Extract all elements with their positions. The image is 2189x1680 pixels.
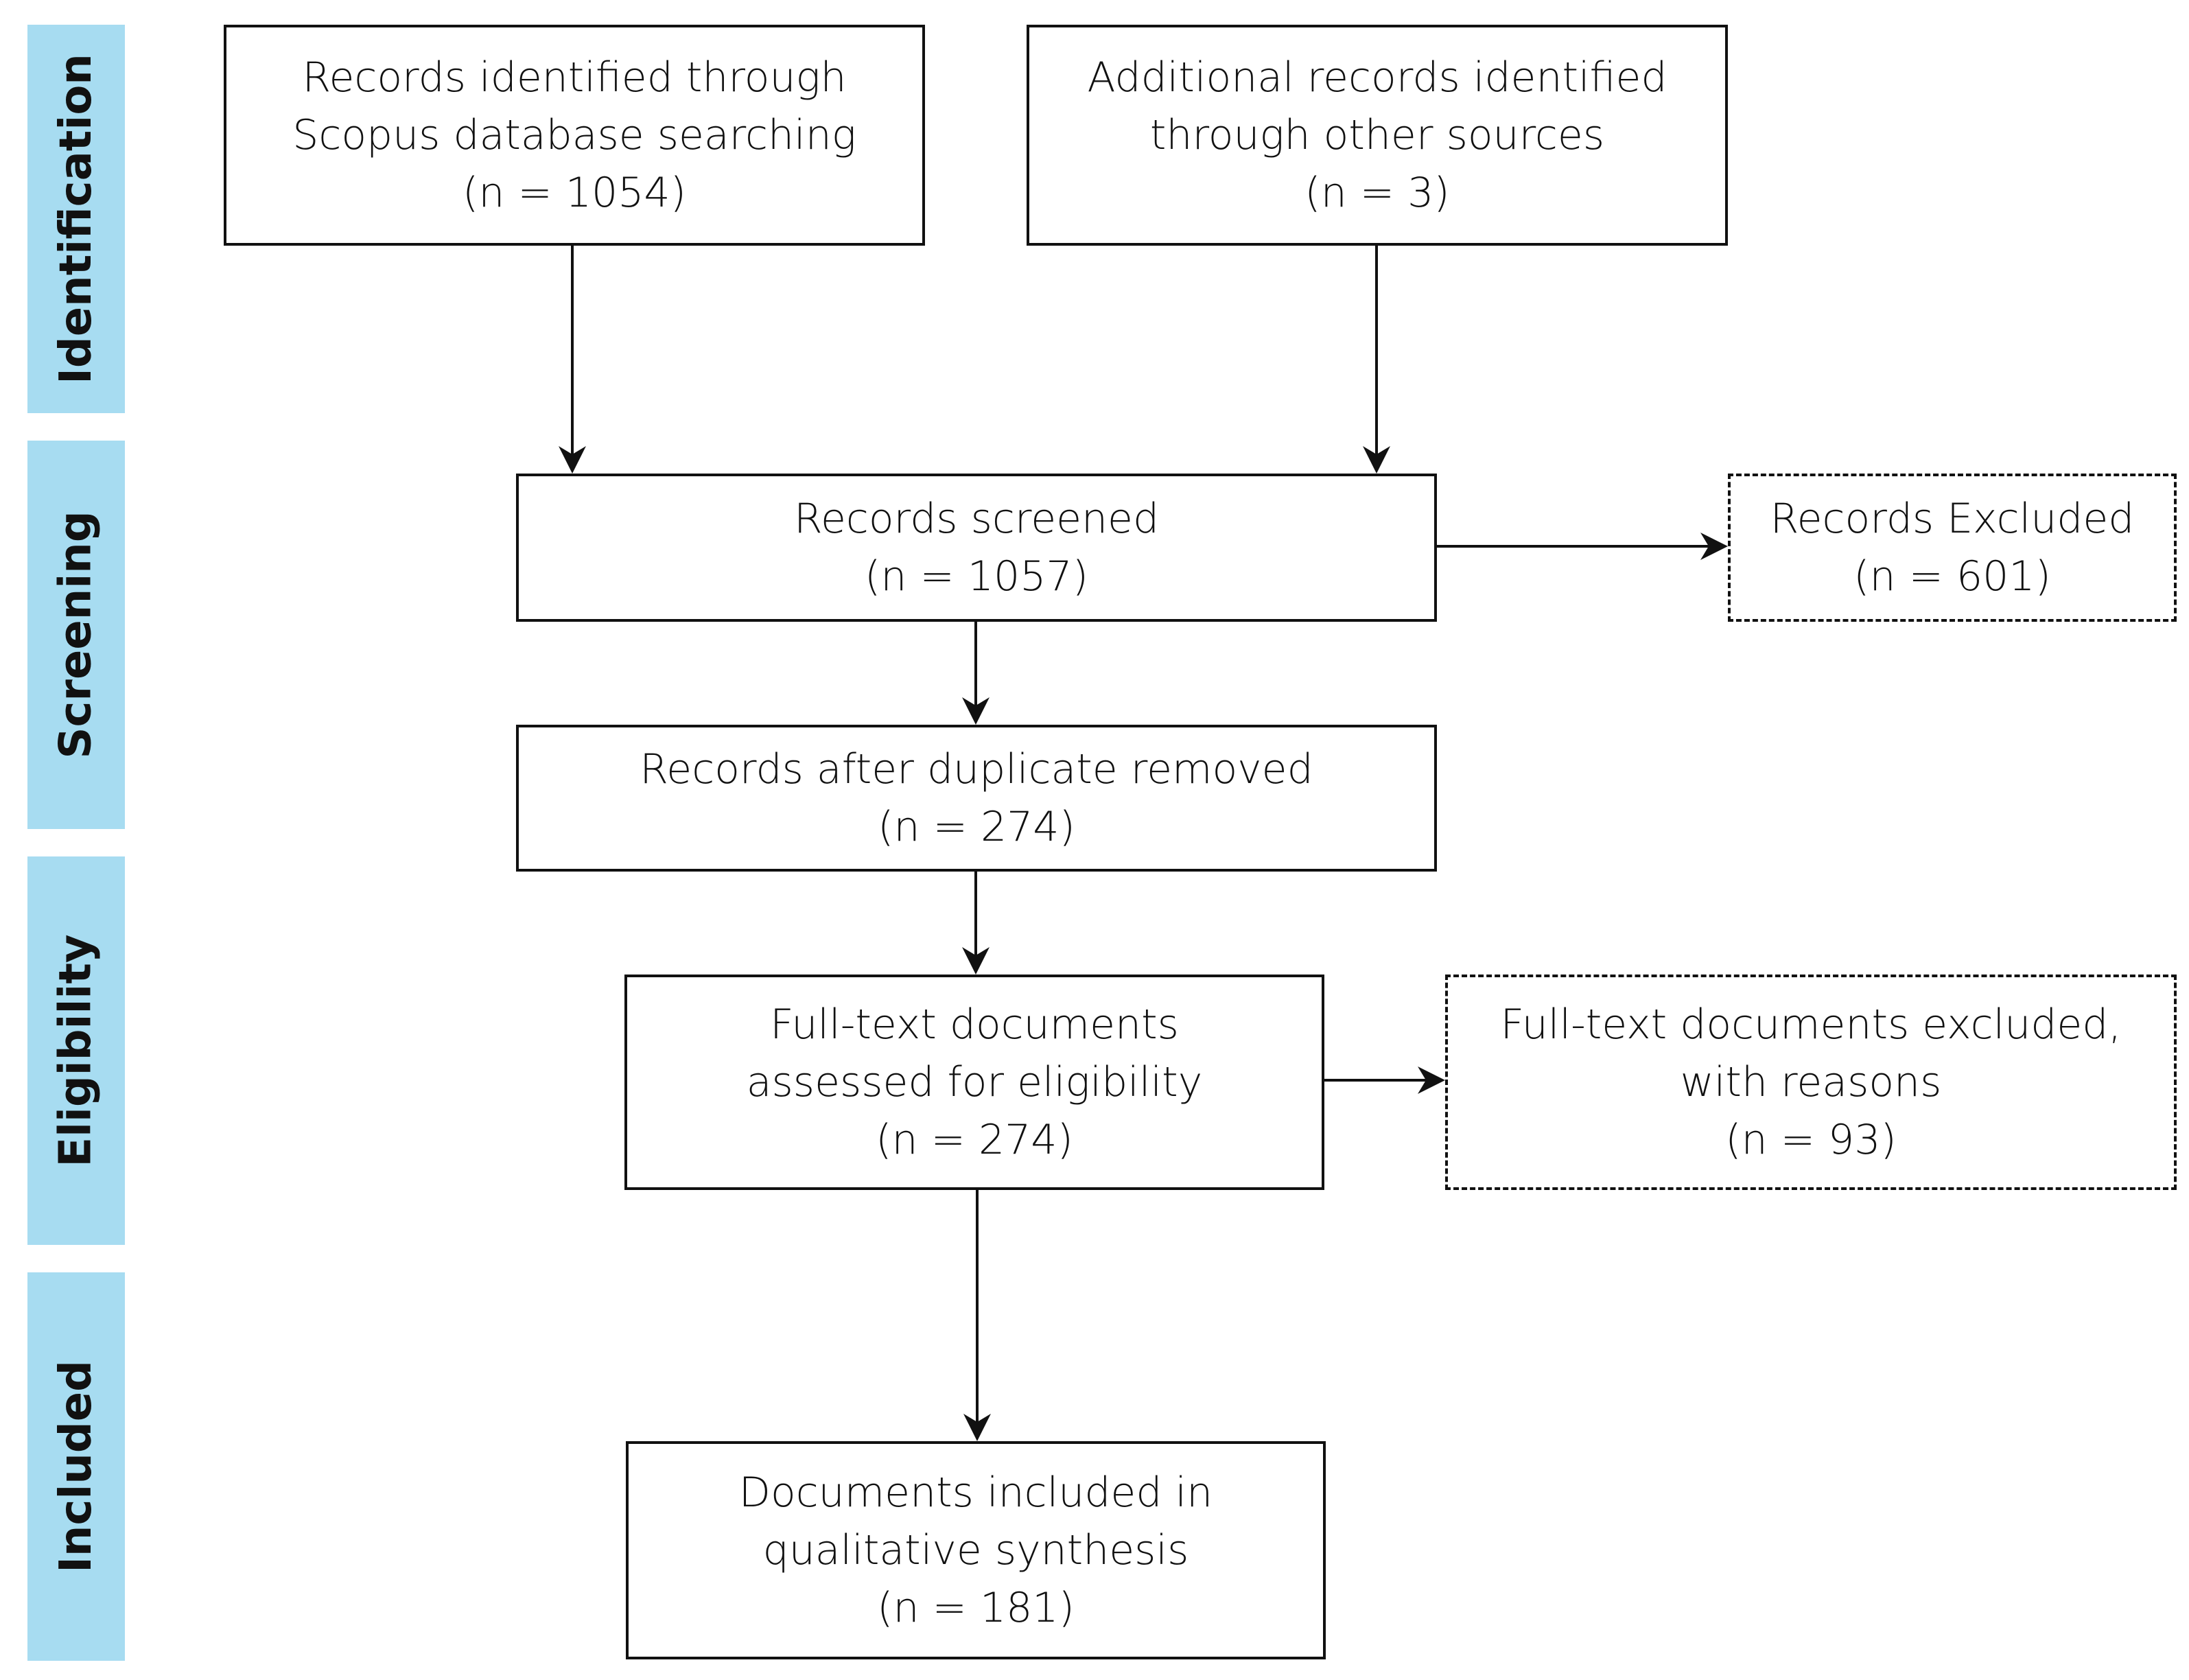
full-text-assessed-box: Full-text documents assessed for eligibi… [624,975,1324,1190]
documents-included-line1: Documents included in [738,1469,1213,1517]
stage-label-screening: Screening [27,441,125,829]
records-identified-line2: Scopus database searching [292,111,856,159]
full-text-assessed-count: (n = 274) [876,1116,1073,1164]
full-text-excluded-line2: with reasons [1680,1058,1942,1106]
full-text-assessed-line2: assessed for eligibility [746,1058,1203,1106]
duplicates-removed-count: (n = 274) [878,803,1075,851]
records-screened-label: Records screened [793,495,1160,543]
stage-label-eligibility: Eligibility [27,856,125,1245]
documents-included-box: Documents included in qualitative synthe… [626,1441,1326,1659]
additional-records-box: Additional records identified through ot… [1027,25,1728,246]
stage-label-identification: Identification [27,25,125,413]
records-excluded-count: (n = 601) [1853,552,2051,600]
additional-records-count: (n = 3) [1304,169,1450,217]
stage-label-included: Included [27,1272,125,1661]
additional-records-line1: Additional records identified [1087,54,1667,102]
records-identified-line1: Records identified through [302,54,847,102]
records-identified-count: (n = 1054) [463,169,686,217]
documents-included-count: (n = 181) [877,1584,1075,1632]
records-screened-box: Records screened (n = 1057) [516,474,1437,622]
duplicates-removed-box: Records after duplicate removed (n = 274… [516,725,1437,872]
documents-included-line2: qualitative synthesis [762,1526,1189,1574]
records-excluded-box: Records Excluded (n = 601) [1728,474,2177,622]
records-screened-count: (n = 1057) [865,552,1088,600]
records-identified-box: Records identified through Scopus databa… [224,25,925,246]
duplicates-removed-label: Records after duplicate removed [640,745,1313,793]
full-text-excluded-count: (n = 93) [1725,1116,1897,1164]
full-text-excluded-box: Full-text documents excluded, with reaso… [1445,975,2177,1190]
full-text-assessed-line1: Full-text documents [770,1001,1179,1049]
additional-records-line2: through other sources [1149,111,1605,159]
full-text-excluded-line1: Full-text documents excluded, [1500,1001,2122,1049]
records-excluded-label: Records Excluded [1770,495,2135,543]
